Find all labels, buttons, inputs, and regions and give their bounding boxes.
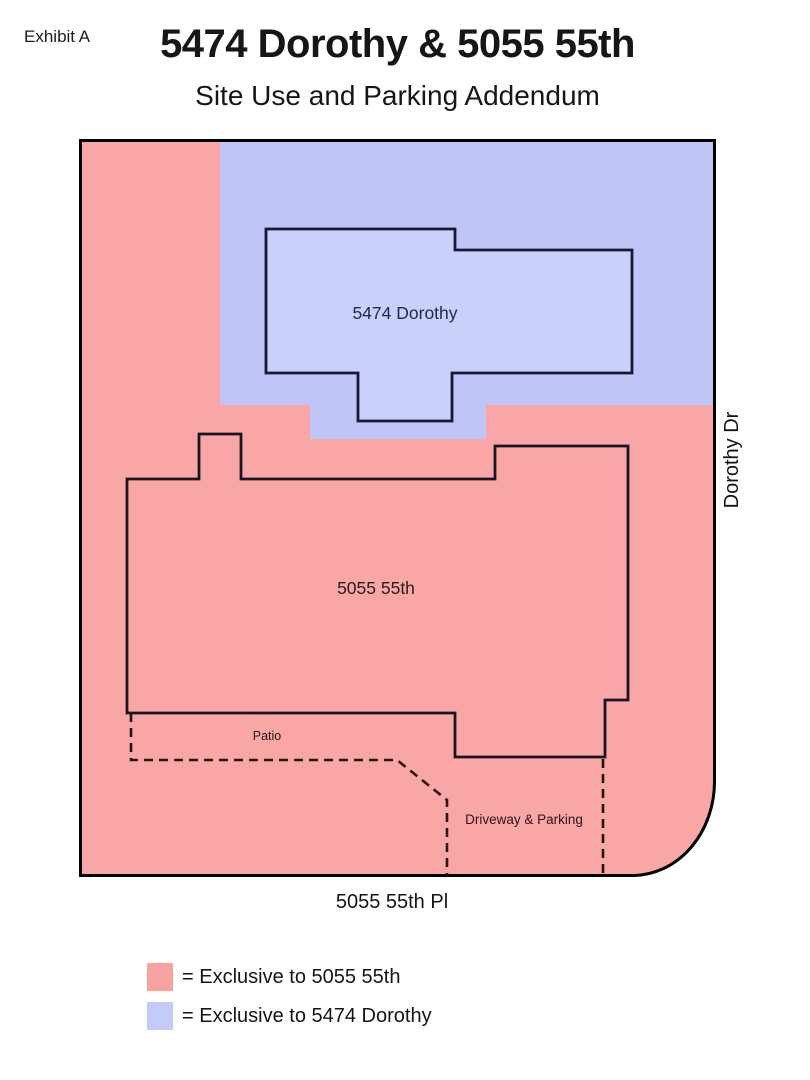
site-plan-map <box>79 139 716 877</box>
legend: = Exclusive to 5055 55th = Exclusive to … <box>147 963 432 1030</box>
street-label-dorothy-dr: Dorothy Dr <box>721 411 743 509</box>
legend-item-label: = Exclusive to 5055 55th <box>182 965 401 988</box>
page-subtitle: Site Use and Parking Addendum <box>195 80 600 111</box>
legend-item-5474: = Exclusive to 5474 Dorothy <box>147 1002 432 1030</box>
street-label-5055-55th-pl: 5055 55th Pl <box>335 891 449 913</box>
building-5055-outline <box>125 432 630 759</box>
pink-swatch-icon <box>147 963 173 991</box>
legend-item-5055: = Exclusive to 5055 55th <box>147 963 432 991</box>
patio-boundary-dashed <box>129 713 449 876</box>
blue-swatch-icon <box>147 1002 173 1030</box>
parcel-border <box>79 139 716 877</box>
legend-item-label: = Exclusive to 5474 Dorothy <box>182 1004 432 1027</box>
page-title: 5474 Dorothy & 5055 55th <box>160 22 635 66</box>
exhibit-label: Exhibit A <box>24 27 91 46</box>
building-5474-outline <box>264 227 634 423</box>
